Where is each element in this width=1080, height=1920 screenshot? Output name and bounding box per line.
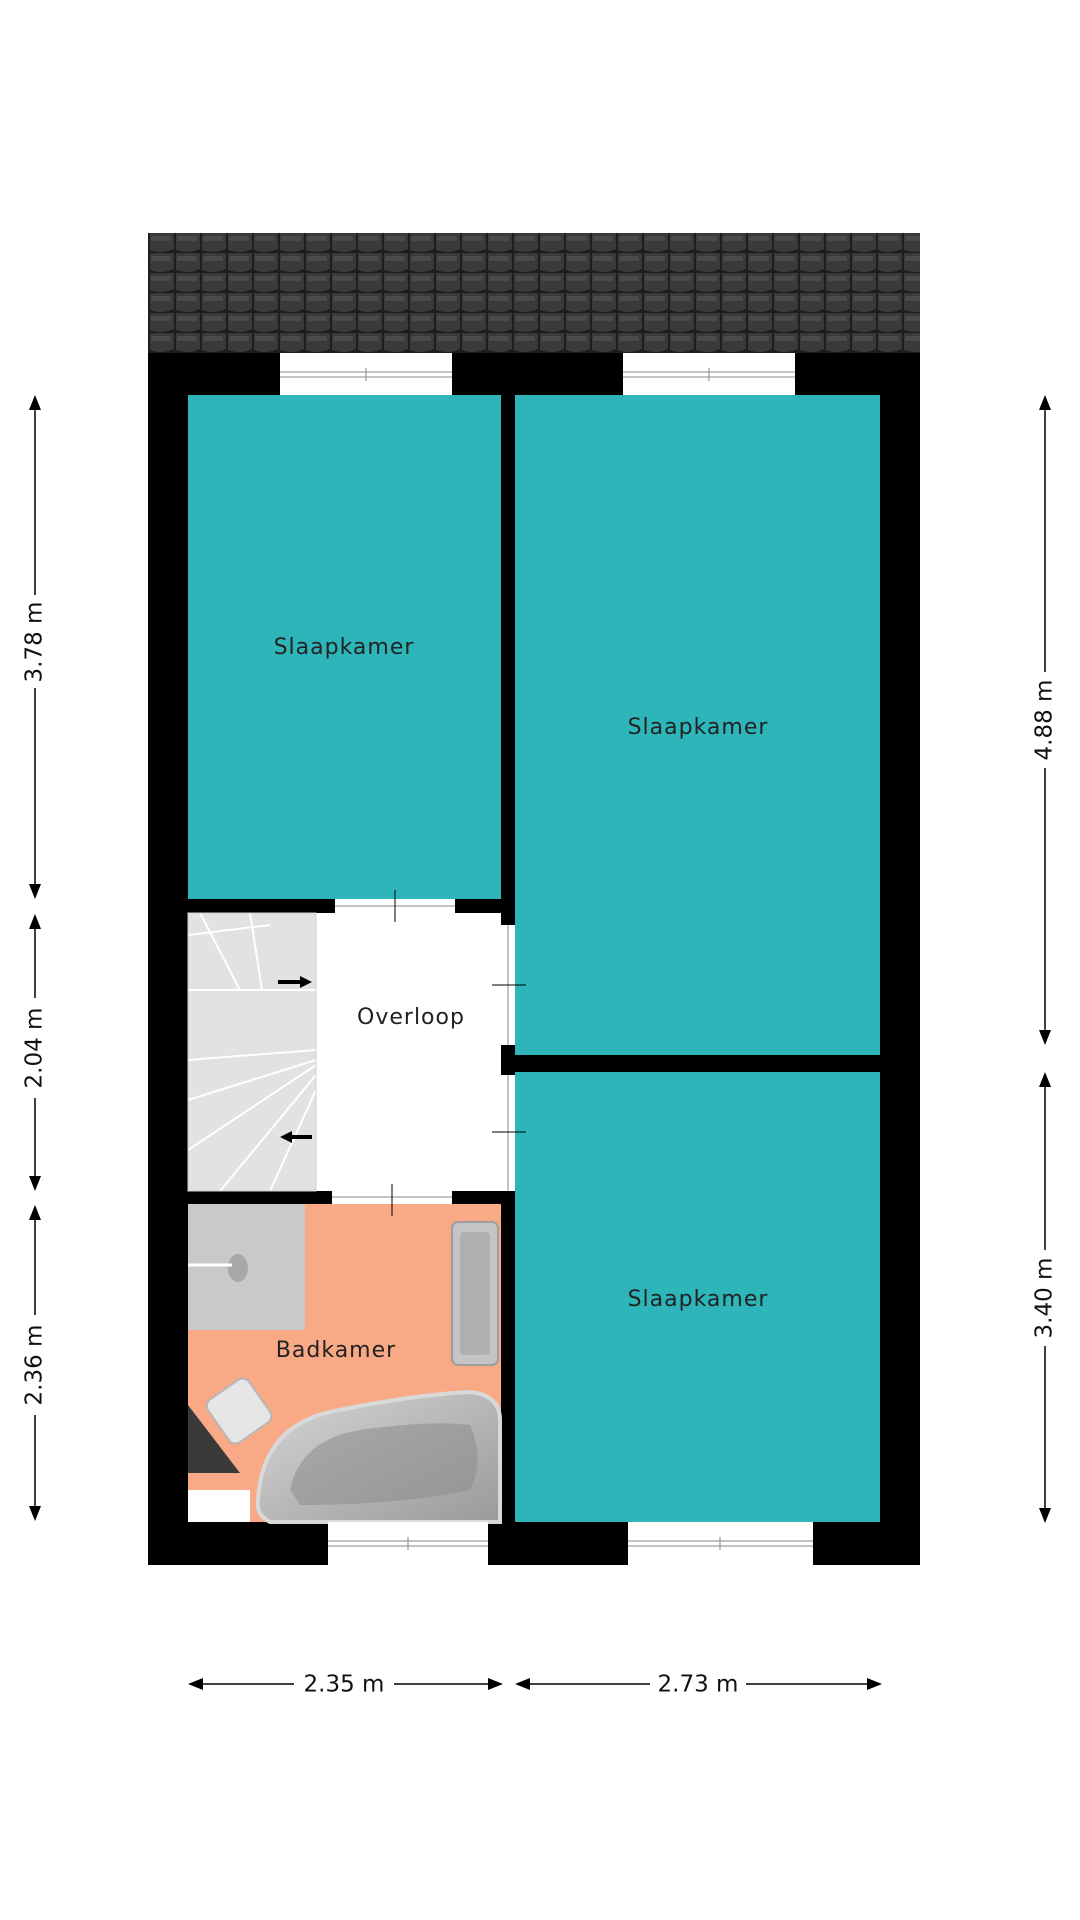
room-label-bedroom-top-right: Slaapkamer <box>628 715 769 740</box>
bedroom-top-left <box>188 395 501 899</box>
cabinet <box>188 1490 250 1522</box>
dimension-left-1: 3.78 m <box>22 602 48 683</box>
dimension-left-3: 2.36 m <box>22 1325 48 1406</box>
room-label-bathroom: Badkamer <box>276 1338 396 1363</box>
window-bottom-left <box>328 1522 488 1565</box>
window-top-right <box>623 353 795 395</box>
shower-drain-icon <box>228 1254 248 1282</box>
room-label-bedroom-top-left: Slaapkamer <box>274 635 415 660</box>
door-bathroom <box>332 1184 452 1216</box>
room-label-landing: Overloop <box>357 1005 465 1030</box>
door-bedroom-bottom-right <box>492 1075 526 1191</box>
roof <box>148 233 920 353</box>
bedroom-top-right <box>515 395 880 1055</box>
room-label-bedroom-bottom-right: Slaapkamer <box>628 1287 769 1312</box>
window-bottom-right <box>628 1522 813 1565</box>
door-bedroom-top-right <box>492 925 526 1045</box>
dimension-right-1: 4.88 m <box>1032 680 1058 761</box>
arrow-left-icon <box>280 1131 312 1143</box>
dimension-right-2: 3.40 m <box>1032 1258 1058 1339</box>
staircase <box>187 912 317 1192</box>
door-bedroom-top-left <box>335 890 455 922</box>
window-top-left <box>280 353 452 395</box>
arrow-right-icon <box>278 976 312 988</box>
bedroom-bottom-right <box>515 1072 880 1522</box>
toilet-icon <box>205 1377 273 1445</box>
dimension-bottom-2: 2.73 m <box>658 1672 739 1698</box>
dimension-left-2: 2.04 m <box>22 1008 48 1089</box>
toilet-corner <box>188 1405 240 1473</box>
dimension-bottom-1: 2.35 m <box>304 1672 385 1698</box>
